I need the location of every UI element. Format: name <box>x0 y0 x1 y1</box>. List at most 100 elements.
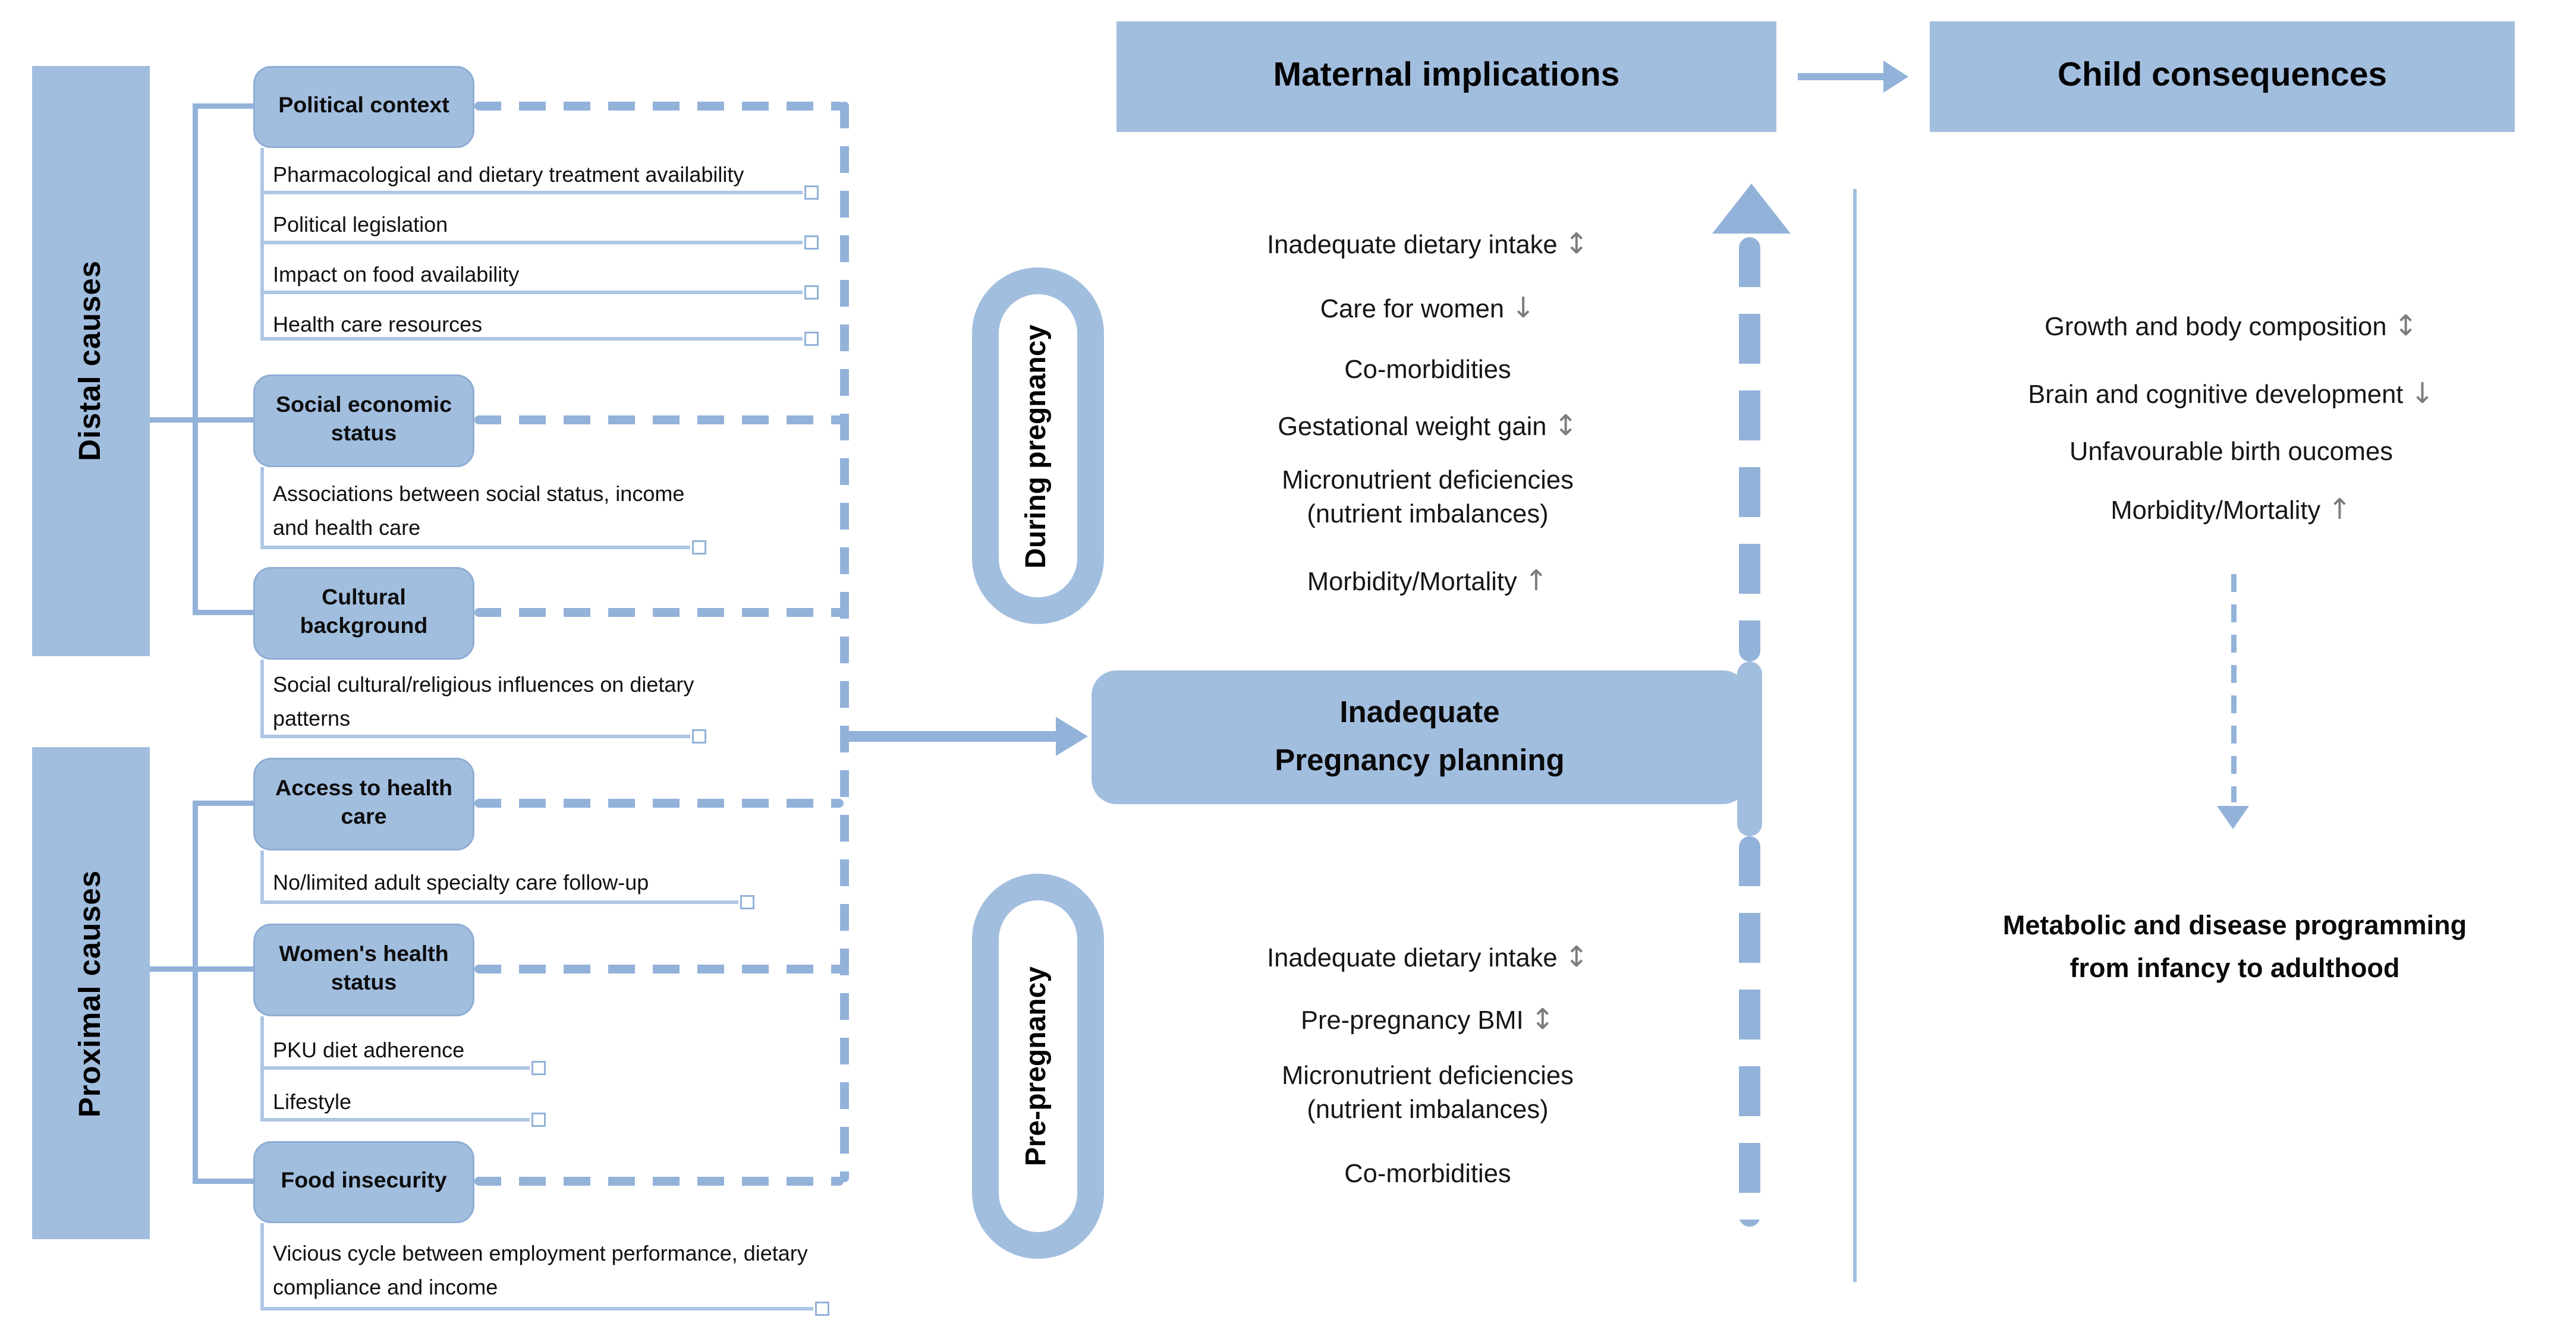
category-cultural-background-label: Cultural background <box>300 585 428 638</box>
flow-dashed-line-lower <box>1739 836 1760 1227</box>
sublist-item: Political legislation <box>273 212 448 237</box>
category-social-economic-status: Social economic status <box>253 374 474 467</box>
sublist-item: Associations between social status, inco… <box>273 481 685 540</box>
child-consequences-title: Child consequences <box>2057 57 2388 94</box>
list-item: Care for women ↓ <box>1320 291 1536 325</box>
sublist-connector <box>260 330 819 345</box>
distal-bracket-stem <box>150 417 253 423</box>
proximal-bracket-stem <box>150 966 253 972</box>
political-sublist-rail <box>260 148 264 341</box>
sublist-item: PKU diet adherence <box>273 1038 465 1063</box>
cultural-sublist-rail <box>260 660 264 738</box>
list-item: Gestational weight gain ↕ <box>1278 408 1578 442</box>
list-item: Brain and cognitive development ↓ <box>2028 376 2435 410</box>
updown-arrow-icon: ↕ <box>2393 308 2418 342</box>
down-arrow-icon: ↓ <box>1511 291 1536 325</box>
access-sublist-rail <box>260 850 264 904</box>
category-cultural-background: Cultural background <box>253 567 474 660</box>
category-food-insecurity: Food insecurity <box>253 1141 474 1223</box>
sublist-connector <box>260 234 819 249</box>
stage-pill-pre-pregnancy: Pre-pregnancy <box>972 874 1104 1259</box>
sublist-connector <box>260 1060 546 1075</box>
dashed-connector-access <box>474 799 844 808</box>
category-access-to-health-care: Access to health care <box>253 758 474 850</box>
dashed-connector-political <box>474 102 844 111</box>
sublist-connector <box>260 1300 829 1315</box>
sublist-item: Pharmacological and dietary treatment av… <box>273 162 744 187</box>
outcome-arrow-head <box>2217 806 2249 829</box>
list-item: Micronutrient deficiencies (nutrient imb… <box>1282 467 1574 530</box>
down-arrow-icon: ↓ <box>2410 376 2435 410</box>
category-access-to-health-care-label: Access to health care <box>275 776 453 829</box>
inadequate-pregnancy-planning-box: Inadequate Pregnancy planning <box>1092 670 1748 804</box>
list-item: Morbidity/Mortality ↑ <box>1307 563 1549 597</box>
list-item: Morbidity/Mortality ↑ <box>2111 492 2352 526</box>
distal-bracket-cultural <box>193 610 253 615</box>
pre-pregnancy-list: Inadequate dietary intake ↕ Pre-pregnanc… <box>1120 0 1735 1323</box>
maternal-implications-title: Maternal implications <box>1273 57 1620 94</box>
updown-arrow-icon: ↕ <box>1564 226 1589 260</box>
planning-box-right-cap <box>1737 662 1762 836</box>
child-consequences-header: Child consequences <box>1930 21 2515 132</box>
sublist-item: Social cultural/religious influences on … <box>273 672 694 731</box>
outcome-line1: Metabolic and disease programming <box>2002 911 2467 941</box>
list-item: Micronutrient deficiencies (nutrient imb… <box>1282 1063 1574 1125</box>
proximal-causes-label: Proximal causes <box>73 869 107 1117</box>
sublist-connector <box>260 1111 546 1126</box>
flow-dashed-line-upper <box>1739 237 1760 662</box>
maternal-child-divider <box>1853 189 1857 1282</box>
sublist-connector <box>260 728 706 743</box>
sublist-item: No/limited adult specialty care follow-u… <box>273 870 649 895</box>
social-sublist-rail <box>260 467 264 549</box>
header-arrow-head <box>1883 61 1908 93</box>
category-political-context-label: Political context <box>278 93 449 118</box>
list-item: Growth and body composition ↕ <box>2045 308 2418 342</box>
list-item: Co-morbidities <box>1344 357 1511 385</box>
during-pregnancy-label: During pregnancy <box>1022 323 1052 568</box>
category-womens-health-status: Women's health status <box>253 924 474 1016</box>
child-consequences-list: Growth and body composition ↕ Brain and … <box>1935 0 2527 1323</box>
maternal-implications-header: Maternal implications <box>1116 21 1776 132</box>
category-food-insecurity-label: Food insecurity <box>281 1168 447 1193</box>
dashed-connector-social <box>474 415 844 424</box>
sublist-connector <box>260 894 754 909</box>
updown-arrow-icon: ↕ <box>1564 940 1589 974</box>
distal-bracket-political <box>193 103 253 109</box>
proximal-bracket-food <box>193 1179 253 1184</box>
food-sublist-rail <box>260 1223 264 1311</box>
dashed-connector-cultural <box>474 608 844 617</box>
pre-pregnancy-label: Pre-pregnancy <box>1022 966 1052 1167</box>
planning-box-line2: Pregnancy planning <box>1275 742 1565 777</box>
flow-up-arrow-head <box>1712 184 1791 234</box>
outcome-statement: Metabolic and disease programming from i… <box>1940 906 2529 991</box>
planning-arrow-head <box>1056 717 1088 756</box>
list-item: Co-morbidities <box>1344 1161 1511 1189</box>
outcome-line2: from infancy to adulthood <box>2069 954 2400 984</box>
proximal-causes-sidebar: Proximal causes <box>32 747 150 1239</box>
list-item: Inadequate dietary intake ↕ <box>1267 226 1589 260</box>
list-item: Inadequate dietary intake ↕ <box>1267 940 1589 974</box>
list-item: Pre-pregnancy BMI ↕ <box>1300 1002 1555 1036</box>
up-arrow-icon: ↑ <box>1524 563 1549 597</box>
planning-box-line1: Inadequate <box>1339 695 1500 730</box>
distal-bracket-vertical <box>193 103 198 615</box>
sublist-item: Health care resources <box>273 312 483 337</box>
sublist-connector <box>260 184 819 199</box>
during-pregnancy-list: Inadequate dietary intake ↕ Care for wom… <box>1120 0 1735 1323</box>
up-arrow-icon: ↑ <box>2327 492 2352 526</box>
distal-causes-sidebar: Distal causes <box>32 66 150 656</box>
list-item: Unfavourable birth oucomes <box>2069 439 2393 467</box>
sublist-connector <box>260 539 706 554</box>
dashed-connector-womens <box>474 965 844 974</box>
sublist-item: Impact on food availability <box>273 262 520 287</box>
category-social-economic-status-label: Social economic status <box>276 393 452 446</box>
dashed-connector-food <box>474 1177 844 1186</box>
sublist-item: Lifestyle <box>273 1089 352 1114</box>
proximal-bracket-access <box>193 801 253 806</box>
distal-causes-label: Distal causes <box>73 260 107 462</box>
category-womens-health-status-label: Women's health status <box>279 942 449 995</box>
header-arrow-shaft <box>1798 73 1887 80</box>
sublist-item: Vicious cycle between employment perform… <box>273 1241 808 1300</box>
updown-arrow-icon: ↕ <box>1530 1002 1555 1036</box>
